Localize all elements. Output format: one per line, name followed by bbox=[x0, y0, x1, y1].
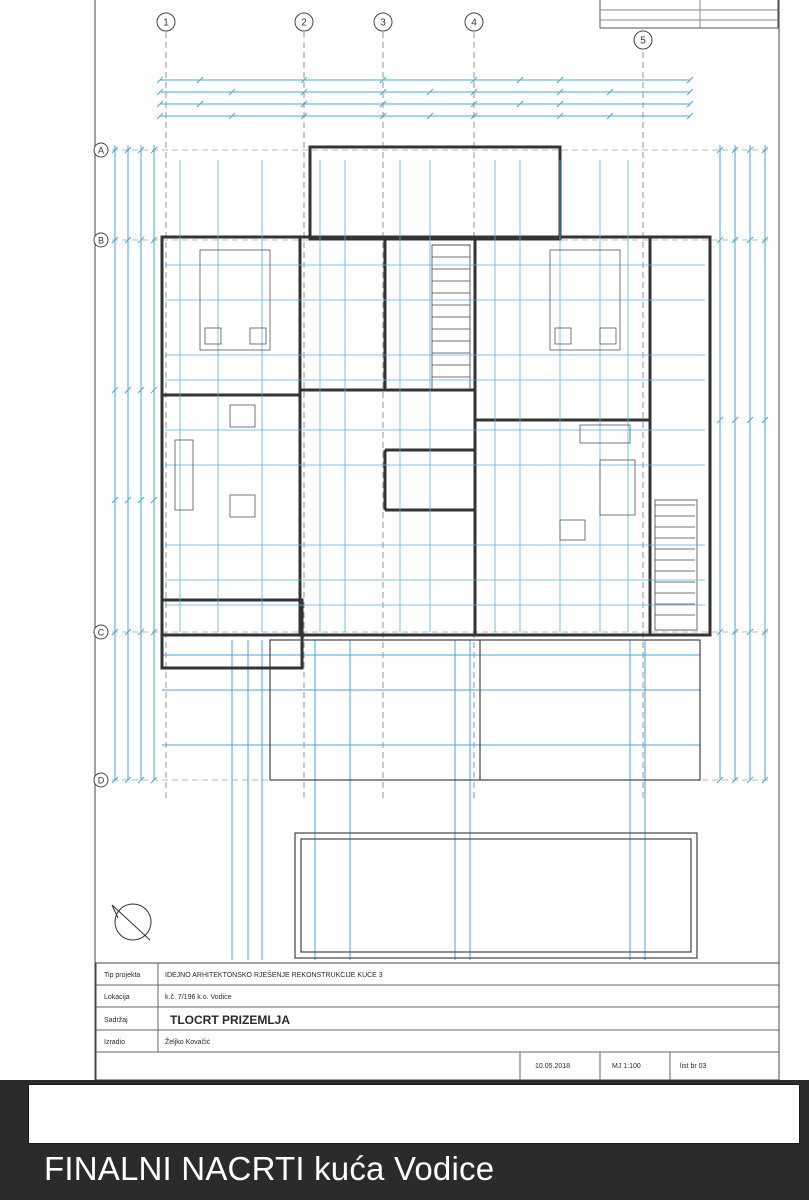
title-block-value-type: IDEJNO ARHITEKTONSKO RJEŠENJE REKONSTRUK… bbox=[165, 970, 383, 979]
title-block-label-location: Lokacija bbox=[104, 994, 130, 1001]
stairs bbox=[431, 244, 698, 631]
grid-axis-bubble-5: 5 bbox=[633, 30, 653, 50]
dimension-lines bbox=[111, 76, 769, 960]
svg-text:3: 3 bbox=[380, 18, 386, 29]
title-block-sheet: list br 03 bbox=[680, 1063, 707, 1070]
floor-plan-sheet: 1 2 3 4 5 A B C D bbox=[93, 0, 780, 1080]
svg-text:2: 2 bbox=[301, 18, 307, 29]
caption-white-bar bbox=[28, 1084, 800, 1144]
svg-text:B: B bbox=[98, 236, 104, 246]
area-table bbox=[599, 0, 779, 29]
title-block-value-location: k.č. 7/196 k.o. Vodice bbox=[165, 994, 232, 1001]
terrace-and-pool bbox=[269, 639, 701, 959]
sheet-frame bbox=[94, 0, 780, 1080]
title-block-label-author: Izradio bbox=[104, 1039, 125, 1046]
title-block-date: 10.05.2018 bbox=[535, 1063, 570, 1070]
title-block-scale: MJ 1:100 bbox=[612, 1063, 641, 1070]
row-axis-bubble-A: A bbox=[93, 142, 109, 158]
grid-axis-bubble-3: 3 bbox=[373, 12, 393, 32]
north-arrow bbox=[111, 903, 152, 941]
grid-axis-bubble-4: 4 bbox=[464, 12, 484, 32]
grid-axis-bubbles: 1 2 3 4 5 bbox=[156, 12, 653, 50]
svg-text:5: 5 bbox=[640, 36, 646, 47]
title-block-label-type: Tip projekta bbox=[104, 972, 140, 979]
row-axis-bubble-B: B bbox=[93, 232, 109, 248]
row-axis-bubbles: A B C D bbox=[93, 142, 109, 788]
row-axis-bubble-D: D bbox=[93, 772, 109, 788]
row-axis-bubble-C: C bbox=[93, 624, 109, 640]
blue-measurement-lines bbox=[165, 160, 705, 632]
grid-axis-bubble-2: 2 bbox=[294, 12, 314, 32]
svg-text:C: C bbox=[98, 628, 105, 638]
banner-caption: FINALNI NACRTI kuća Vodice bbox=[44, 1150, 495, 1187]
title-block: Tip projekta IDEJNO ARHITEKTONSKO RJEŠEN… bbox=[95, 962, 780, 1080]
title-block-label-content: Sadržaj bbox=[104, 1017, 128, 1024]
floor-plan-drawing: 1 2 3 4 5 A B C D bbox=[93, 0, 780, 1080]
grid-axis-bubble-1: 1 bbox=[156, 12, 176, 32]
svg-text:A: A bbox=[98, 146, 104, 156]
bottom-banner: FINALNI NACRTI kuća Vodice bbox=[0, 1080, 809, 1200]
furniture bbox=[174, 249, 636, 541]
title-block-value-author: Željko Kovačić bbox=[165, 1037, 211, 1046]
svg-text:D: D bbox=[98, 776, 105, 786]
title-block-value-content: TLOCRT PRIZEMLJA bbox=[170, 1013, 290, 1027]
svg-text:4: 4 bbox=[471, 18, 477, 29]
svg-text:1: 1 bbox=[163, 18, 169, 29]
